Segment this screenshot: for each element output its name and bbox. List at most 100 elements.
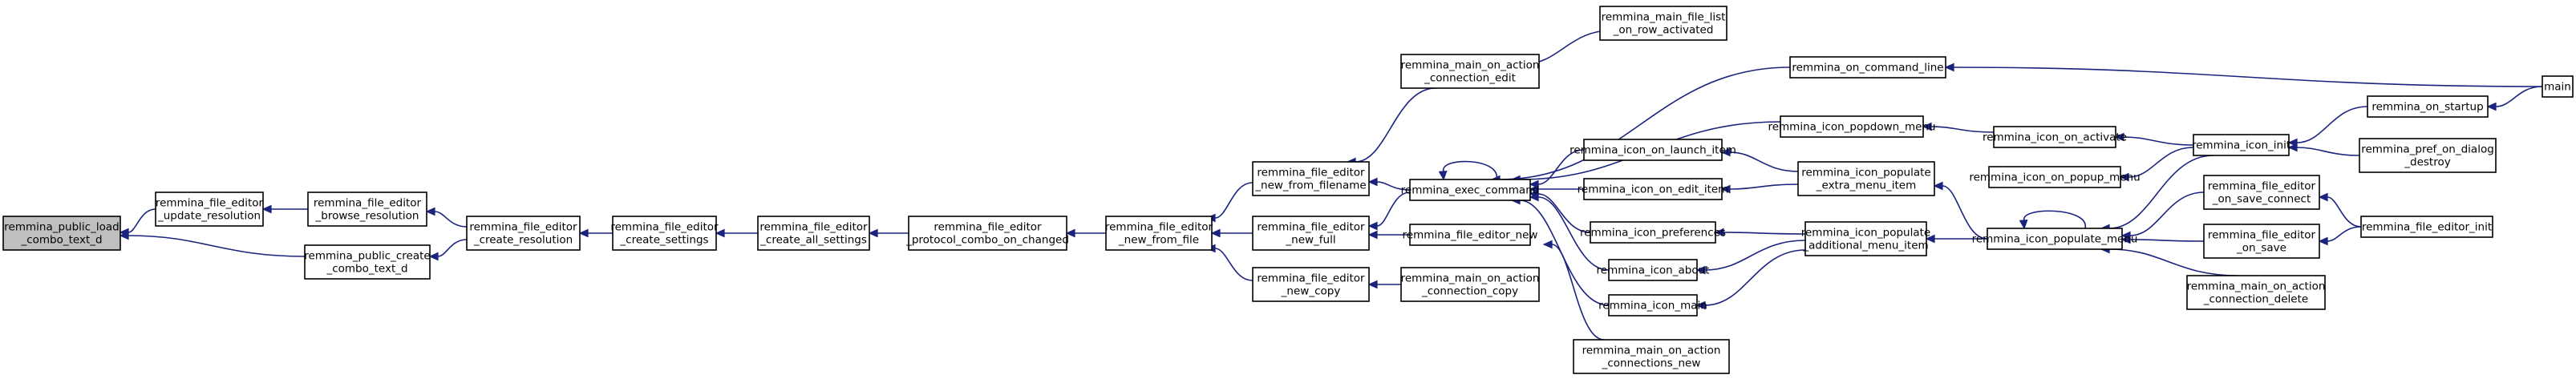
edge-icon-populate-additional-to-icon-about-arrowhead	[1695, 265, 1706, 275]
edges-layer	[119, 30, 2543, 341]
node-new-from-file-label-line: _new_from_file	[1118, 234, 1199, 247]
node-icon-on-edit-item-box[interactable]	[1583, 178, 1723, 200]
node-browse-resolution-box[interactable]	[307, 192, 427, 227]
edge-file-editor-init-to-editor-on-save-connect-line	[2327, 196, 2362, 228]
node-icon-populate-menu[interactable]: remmina_icon_populate_menu	[1972, 228, 2138, 250]
node-icon-populate-additional[interactable]: remmina_icon_populate_additional_menu_it…	[1801, 221, 1931, 256]
node-editor-on-save-box[interactable]	[2203, 224, 2320, 259]
node-icon-about-box[interactable]	[1608, 259, 1698, 281]
node-new-full[interactable]: remmina_file_editor_new_full	[1252, 216, 1370, 251]
node-file-editor-new[interactable]: remmina_file_editor_new	[1403, 224, 1538, 246]
node-main-file-list[interactable]: remmina_main_file_list_on_row_activated	[1599, 6, 1727, 41]
node-icon-popdown-menu[interactable]: remmina_icon_popdown_menu	[1768, 115, 1936, 138]
node-create-resolution[interactable]: remmina_file_editor_create_resolution	[466, 216, 581, 251]
node-protocol-combo[interactable]: remmina_file_editor_protocol_combo_on_ch…	[905, 216, 1069, 251]
node-icon-popdown-menu-box[interactable]	[1780, 115, 1924, 138]
node-new-full-box[interactable]	[1252, 216, 1370, 251]
node-main-action-delete-box[interactable]	[2186, 275, 2326, 310]
node-exec-command-label-line: remmina_exec_command	[1401, 184, 1540, 197]
node-main-box[interactable]	[2542, 75, 2574, 98]
node-main-action-edit-box[interactable]	[1400, 54, 1540, 89]
edge-new-from-filename-to-new-from-file-line	[1214, 182, 1254, 219]
node-icon-populate-extra[interactable]: remmina_icon_populate_extra_menu_item	[1797, 161, 1935, 196]
node-icon-populate-extra-box[interactable]	[1797, 161, 1935, 196]
node-editor-on-save[interactable]: remmina_file_editor_on_save	[2203, 224, 2320, 259]
node-icon-populate-additional-label-line: _additional_menu_item	[1802, 240, 1928, 252]
node-new-from-filename[interactable]: remmina_file_editor_new_from_filename	[1252, 161, 1370, 196]
node-create-settings[interactable]: remmina_file_editor_create_settings	[610, 216, 719, 251]
node-create-resolution-box[interactable]	[466, 216, 581, 251]
node-browse-resolution[interactable]: remmina_file_editor_browse_resolution	[307, 192, 427, 227]
node-create-all-settings[interactable]: remmina_file_editor_create_all_settings	[757, 216, 870, 251]
edge-icon-populate-extra-to-icon-on-edit-item-line	[1729, 183, 1799, 190]
node-load-combo[interactable]: remmina_public_load_combo_text_d	[2, 216, 121, 251]
node-protocol-combo-box[interactable]	[908, 216, 1067, 251]
node-icon-preferences-box[interactable]	[1590, 221, 1716, 244]
node-create-resolution-label-line: remmina_file_editor	[469, 221, 577, 234]
node-main-action-new-box[interactable]	[1573, 339, 1730, 374]
node-icon-main[interactable]: remmina_icon_main	[1598, 294, 1707, 317]
node-icon-popdown-menu-label-line: remmina_icon_popdown_menu	[1768, 121, 1935, 134]
node-main-file-list-box[interactable]	[1599, 6, 1727, 41]
node-pref-on-dialog-box[interactable]	[2359, 138, 2497, 173]
node-create-all-settings-box[interactable]	[757, 216, 870, 251]
node-icon-init[interactable]: remmina_icon_init	[2192, 134, 2290, 156]
node-new-copy[interactable]: remmina_file_editor_new_copy	[1252, 267, 1370, 302]
node-file-editor-new-box[interactable]	[1409, 224, 1531, 246]
node-on-startup-box[interactable]	[2367, 95, 2489, 118]
node-new-from-filename-box[interactable]	[1252, 161, 1370, 196]
node-icon-on-popup-menu-box[interactable]	[1988, 166, 2121, 188]
node-main-action-edit[interactable]: remmina_main_on_action_connection_edit	[1400, 54, 1540, 89]
node-on-startup[interactable]: remmina_on_startup	[2367, 95, 2489, 118]
edge-main-action-new-to-file-editor-new-line	[1551, 244, 1605, 341]
node-new-full-label-line: _new_full	[1285, 234, 1335, 247]
node-icon-on-popup-menu[interactable]: remmina_icon_on_popup_menu	[1969, 166, 2141, 188]
node-create-settings-box[interactable]	[612, 216, 717, 251]
node-exec-command[interactable]: remmina_exec_command	[1401, 179, 1540, 201]
node-editor-on-save-connect[interactable]: remmina_file_editor_on_save_connect	[2203, 175, 2320, 210]
edge-file-editor-new-to-new-full-arrowhead	[1367, 230, 1378, 240]
node-icon-on-activate[interactable]: remmina_icon_on_activate	[1983, 126, 2127, 148]
edge-main-action-edit-to-new-from-filename-line	[1355, 87, 1436, 163]
node-main-action-edit-label-line: remmina_main_on_action	[1401, 59, 1540, 72]
edge-new-copy-to-new-from-file-line	[1214, 248, 1254, 281]
node-icon-populate-menu-box[interactable]	[1987, 228, 2123, 250]
node-main-action-copy-box[interactable]	[1400, 267, 1540, 302]
node-new-copy-box[interactable]	[1252, 267, 1370, 302]
node-main-action-copy[interactable]: remmina_main_on_action_connection_copy	[1400, 267, 1540, 302]
node-on-command-line-box[interactable]	[1789, 56, 1946, 79]
node-update-resolution-box[interactable]	[155, 192, 264, 227]
node-main-action-delete[interactable]: remmina_main_on_action_connection_delete	[2186, 275, 2326, 310]
node-main[interactable]: main	[2542, 75, 2574, 98]
node-icon-preferences[interactable]: remmina_icon_preferences	[1580, 221, 1726, 244]
edge-main-action-copy-to-new-copy-arrowhead	[1367, 280, 1378, 289]
node-on-command-line[interactable]: remmina_on_command_line	[1789, 56, 1946, 79]
node-file-editor-init-box[interactable]	[2360, 216, 2493, 238]
edge-on-command-line-to-exec-command-line	[1499, 67, 1791, 180]
node-icon-populate-extra-label-line: remmina_icon_populate	[1801, 167, 1931, 179]
node-main-action-new[interactable]: remmina_main_on_action_connections_new	[1573, 339, 1730, 374]
node-main-action-delete-label-line: _connection_delete	[2203, 293, 2308, 306]
node-icon-about[interactable]: remmina_icon_about	[1597, 259, 1710, 281]
node-icon-populate-additional-box[interactable]	[1804, 221, 1927, 256]
node-icon-init-box[interactable]	[2193, 134, 2290, 156]
node-new-from-file-box[interactable]	[1105, 216, 1213, 251]
node-update-resolution[interactable]: remmina_file_editor_update_resolution	[155, 192, 264, 227]
node-icon-on-launch-item-box[interactable]	[1583, 139, 1723, 161]
edge-icon-preferences-to-exec-command-line	[1537, 193, 1591, 233]
node-editor-on-save-connect-box[interactable]	[2203, 175, 2320, 210]
node-public-create-combo[interactable]: remmina_public_create_combo_text_d	[304, 244, 431, 280]
node-exec-command-box[interactable]	[1409, 179, 1531, 201]
node-icon-on-edit-item[interactable]: remmina_icon_on_edit_item	[1578, 178, 1729, 200]
node-file-editor-init[interactable]: remmina_file_editor_init	[2360, 216, 2493, 238]
node-icon-on-launch-item[interactable]: remmina_icon_on_launch_item	[1569, 139, 1736, 161]
edge-icon-on-activate-to-icon-popdown-menu	[1922, 122, 1995, 133]
node-load-combo-box[interactable]	[2, 216, 121, 251]
node-icon-main-box[interactable]	[1608, 294, 1698, 317]
node-new-from-file[interactable]: remmina_file_editor_new_from_file	[1105, 216, 1213, 251]
edge-main-action-delete-to-icon-populate-menu-line	[2108, 248, 2238, 276]
node-new-copy-label-line: _new_copy	[1281, 285, 1341, 298]
node-pref-on-dialog[interactable]: remmina_pref_on_dialog_destroy	[2359, 138, 2497, 173]
node-public-create-combo-box[interactable]	[304, 244, 431, 280]
node-icon-on-activate-box[interactable]	[1993, 126, 2116, 148]
